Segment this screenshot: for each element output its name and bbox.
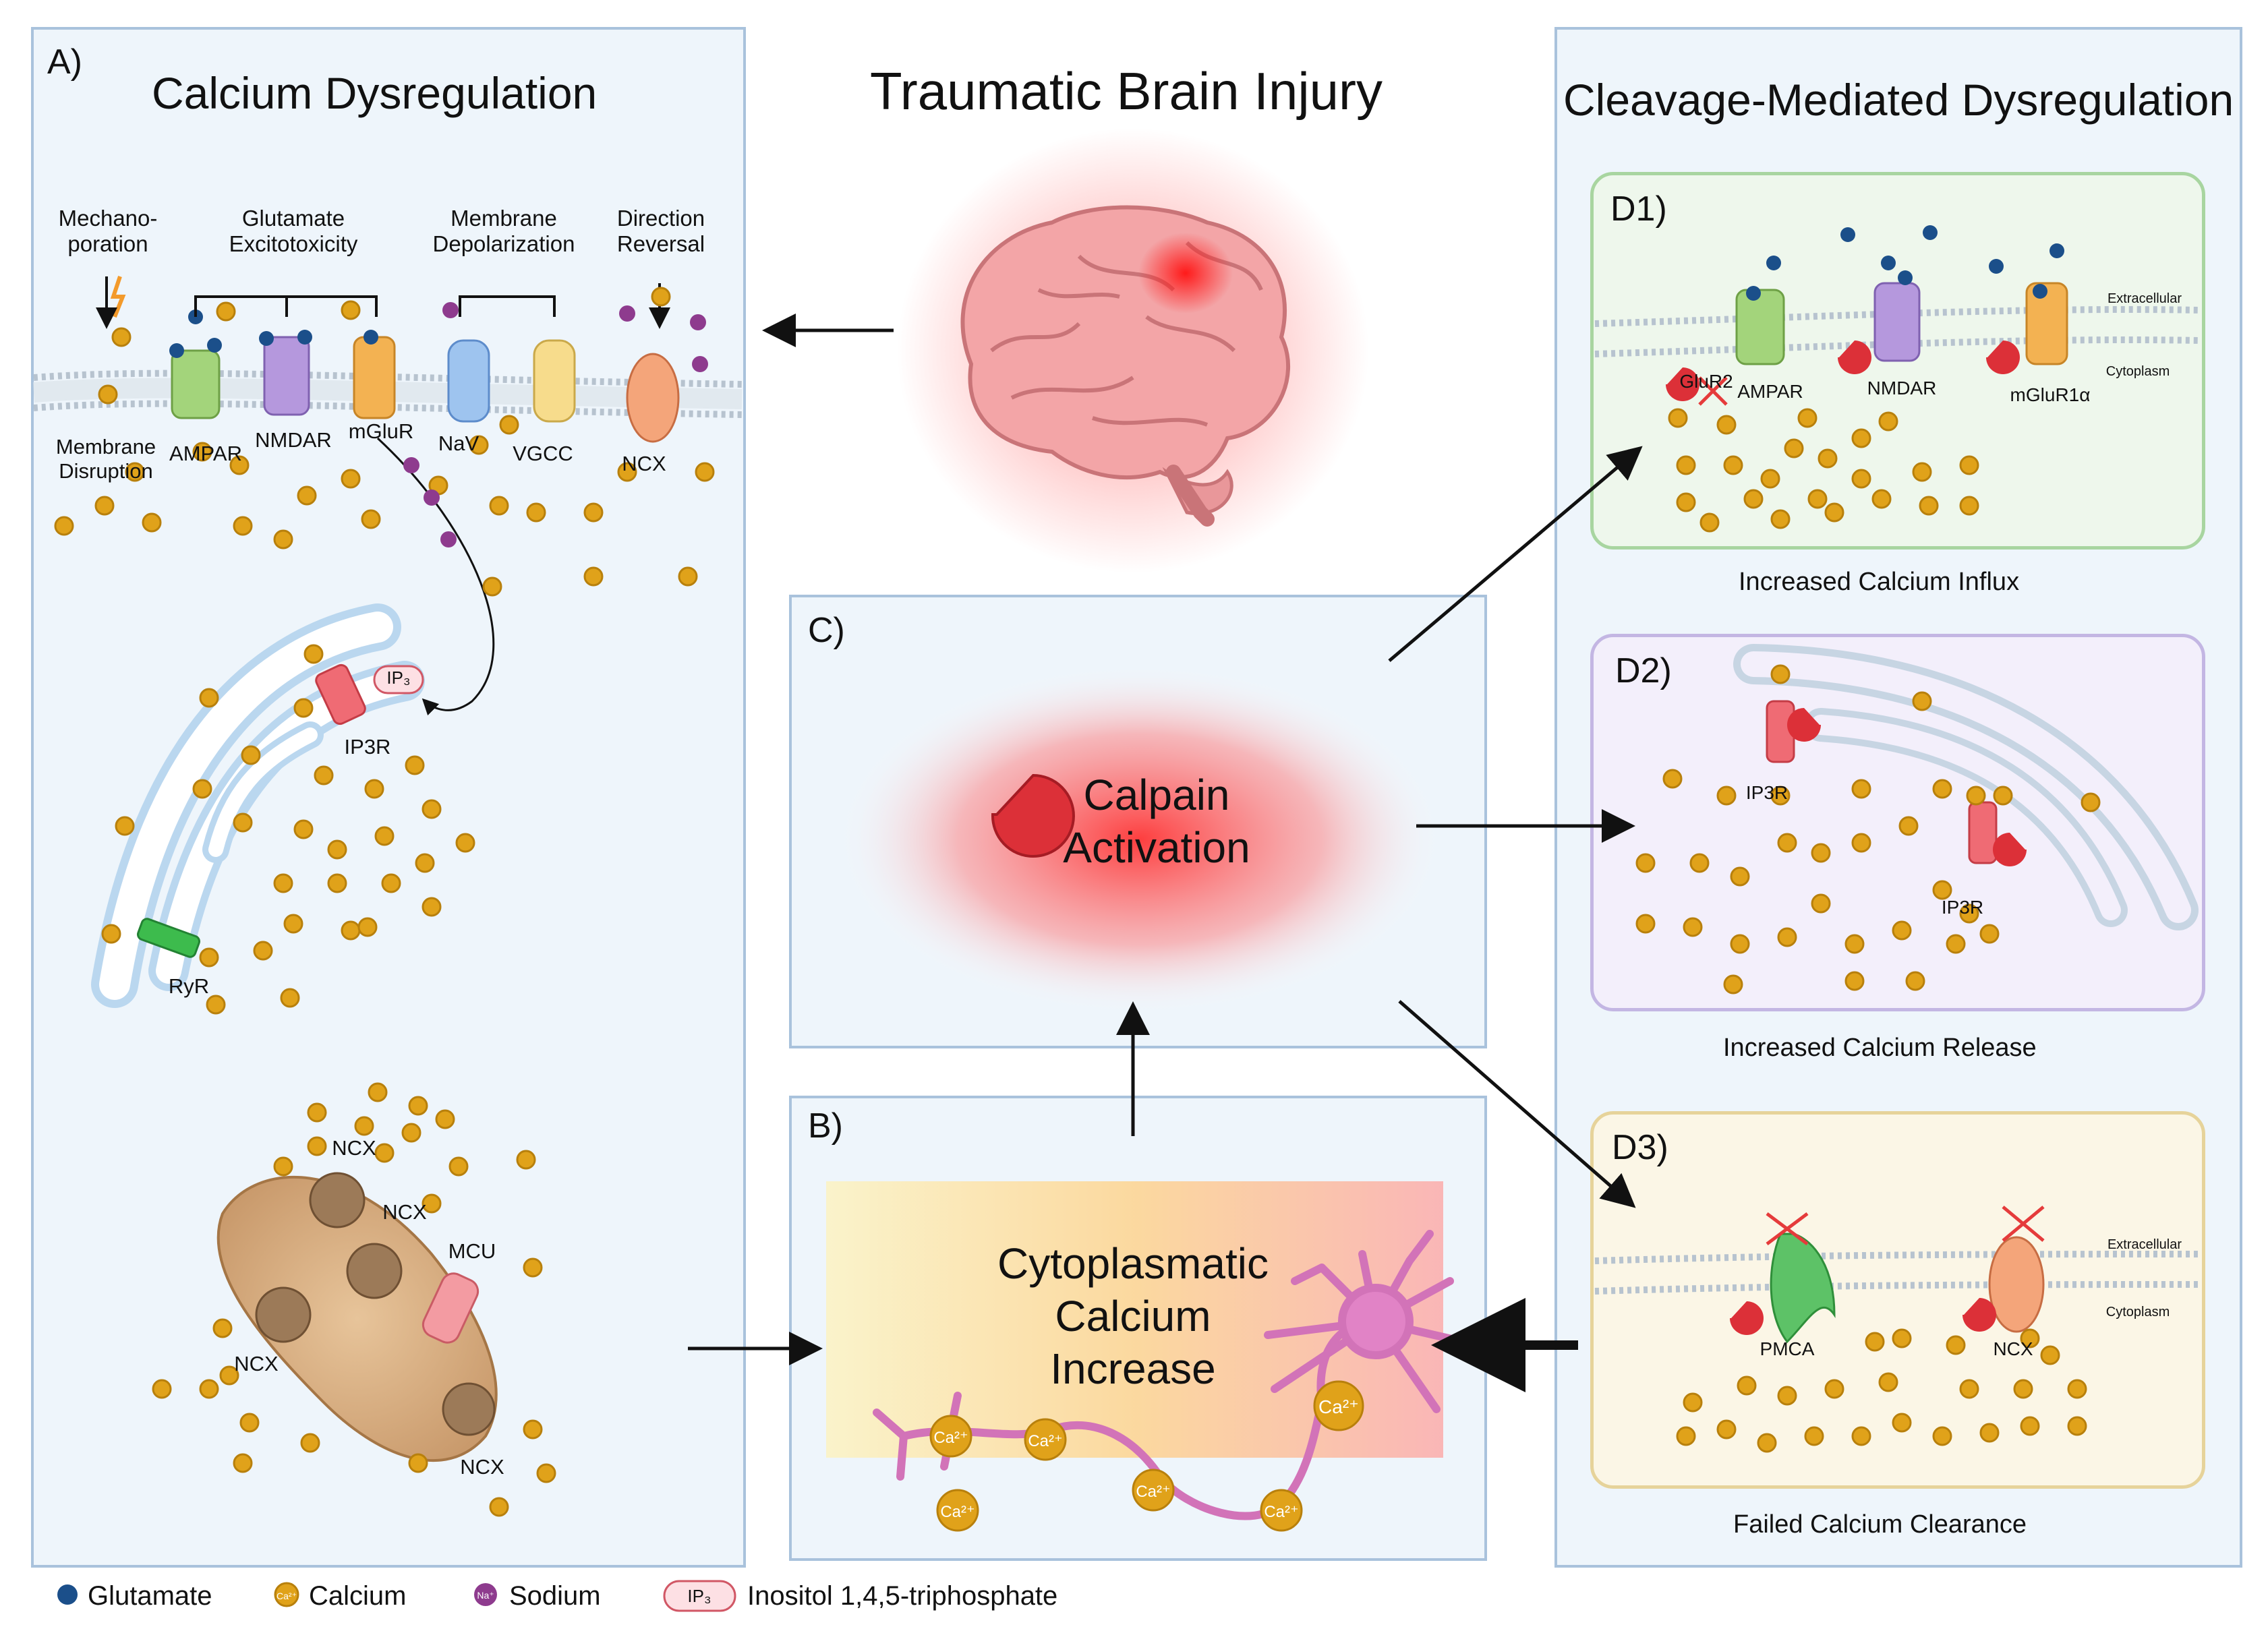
calpain-icons: [1666, 340, 2027, 1335]
label-direction-reversal: Direction Reversal: [616, 206, 705, 256]
d1-label-mglur1a: mGluR1α: [2010, 384, 2091, 405]
panel-d3: [1590, 1111, 2205, 1489]
panel-a-membrane: [32, 276, 743, 443]
ca-ion-text: Ca²⁺: [1136, 1483, 1170, 1501]
label-nav: NaV: [438, 432, 479, 455]
legend-calcium-icon: [274, 1582, 299, 1607]
d1-caption: Increased Calcium Influx: [1739, 568, 2020, 596]
label-mito-ncx-3: NCX: [234, 1352, 279, 1375]
d1-label-glur2: GluR2: [1679, 371, 1733, 392]
calcium-ions: [54, 287, 2101, 1517]
sodium-dots: [403, 302, 708, 547]
legend-glutamate-icon: [57, 1584, 78, 1605]
neuron-ca-ions: Ca²⁺ Ca²⁺ Ca²⁺ Ca²⁺ Ca²⁺ Ca²⁺: [929, 1380, 1364, 1532]
glutamate-dots-d1: [1746, 225, 2064, 301]
legend-sodium: Sodium: [509, 1581, 601, 1611]
d3-membrane: [1594, 1206, 2201, 1344]
legend-ip3: Inositol 1,4,5-triphosphate: [747, 1581, 1058, 1611]
legend-calcium: Calcium: [309, 1581, 407, 1611]
d1-extracellular: Extracellular: [2107, 291, 2182, 306]
d1-cytoplasm: Cytoplasm: [2105, 364, 2170, 379]
calpain-icon: [991, 773, 1075, 858]
ca-ion-text: Ca²⁺: [1264, 1503, 1298, 1521]
ca-ion-text: Ca²⁺: [933, 1429, 968, 1447]
ca-ion-text: Ca²⁺: [1318, 1396, 1359, 1417]
label-membrane-disruption: Membrane Disruption: [55, 435, 156, 483]
d3-caption: Failed Calcium Clearance: [1733, 1510, 2027, 1539]
d3-label-pmca: PMCA: [1760, 1338, 1815, 1359]
panel-c-letter: C): [808, 611, 845, 650]
main-title: Traumatic Brain Injury: [870, 61, 1383, 121]
label-mito-ncx-4: NCX: [460, 1455, 504, 1479]
calcium-increase-text: Cytoplasmatic Calcium Increase: [997, 1239, 1269, 1393]
d1-label-ampar: AMPAR: [1737, 381, 1803, 402]
panel-d1-letter: D1): [1610, 189, 1667, 229]
er-structure: [91, 603, 425, 1008]
d2-caption: Increased Calcium Release: [1723, 1034, 2037, 1062]
panel-b-letter: B): [808, 1106, 843, 1146]
d3-extracellular: Extracellular: [2107, 1237, 2182, 1252]
label-ip3r: IP3R: [344, 735, 391, 759]
label-vgcc: VGCC: [513, 442, 573, 465]
label-mito-ncx-1: NCX: [332, 1136, 376, 1160]
legend-ip3-icon: [663, 1580, 736, 1612]
label-mito-ncx-2: NCX: [382, 1200, 427, 1224]
mitochondrion: [216, 1172, 498, 1462]
d1-membrane: [1594, 282, 2201, 406]
label-mechanoporation: Mechano- poration: [58, 206, 158, 256]
panel-d2-letter: D2): [1615, 651, 1672, 690]
label-ryr: RyR: [168, 974, 210, 998]
legend-calcium-symbol: Ca²⁺: [277, 1591, 297, 1601]
legend-sodium-symbol: Na⁺: [477, 1590, 494, 1601]
legend-sodium-icon: [474, 1583, 497, 1606]
label-mglur: mGluR: [348, 419, 414, 443]
legend-glutamate: Glutamate: [88, 1581, 212, 1611]
label-glutamate-excitotoxicity: Glutamate Excitotoxicity: [229, 206, 358, 256]
panel-a-letter: A): [47, 42, 82, 82]
d2-label-ip3r-2: IP3R: [1941, 897, 1984, 918]
label-mito-mcu: MCU: [448, 1239, 496, 1263]
panel-d3-letter: D3): [1612, 1128, 1668, 1167]
label-ncx: NCX: [622, 452, 666, 475]
label-nmdar: NMDAR: [255, 428, 332, 452]
panel-a-title: Calcium Dysregulation: [152, 68, 598, 118]
d2-er: [1733, 644, 2199, 930]
legend-ip3-symbol: IP₃: [687, 1586, 711, 1606]
calpain-glow: [836, 664, 1443, 1015]
label-ampar: AMPAR: [169, 442, 242, 465]
d3-label-ncx: NCX: [1993, 1338, 2033, 1359]
ca-ion-text: Ca²⁺: [1028, 1432, 1062, 1450]
d3-cytoplasm: Cytoplasm: [2105, 1305, 2170, 1319]
calpain-activation-text: Calpain Activation: [1063, 771, 1250, 872]
label-membrane-depolarization: Membrane Depolarization: [432, 206, 575, 256]
brain-illustration: [897, 128, 1369, 573]
d1-label-nmdar: NMDAR: [1867, 378, 1937, 398]
ca-ion-text: Ca²⁺: [940, 1503, 975, 1521]
panel-d-title: Cleavage-Mediated Dysregulation: [1563, 75, 2234, 125]
label-ip3: IP₃: [386, 668, 411, 688]
d2-label-ip3r-1: IP3R: [1745, 782, 1789, 803]
